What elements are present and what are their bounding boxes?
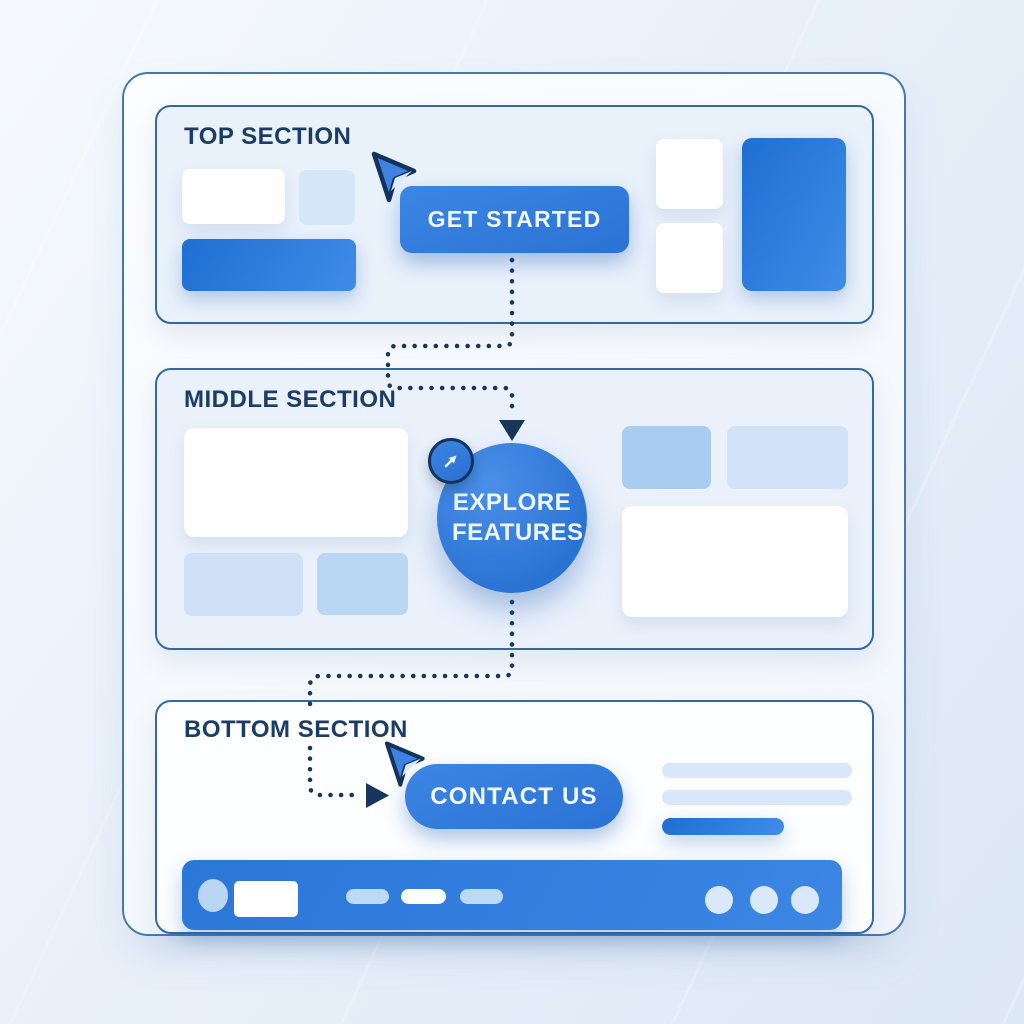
placeholder-block-lightblue: [299, 170, 355, 225]
placeholder-block-lightblue: [727, 426, 848, 489]
contact-us-label: CONTACT US: [430, 782, 598, 810]
placeholder-block-lightblue: [184, 553, 303, 616]
footer-dot-circle: [791, 886, 819, 914]
placeholder-square-white: [656, 139, 723, 209]
placeholder-tall-block-blue: [742, 138, 846, 291]
bottom-section-panel: BOTTOM SECTION CONTACT US: [155, 700, 874, 934]
placeholder-card-white: [622, 506, 848, 617]
placeholder-text-line: [662, 763, 852, 778]
footer-dot-circle: [750, 886, 778, 914]
footer-nav-pill: [346, 889, 389, 904]
top-section-panel: TOP SECTION GET STARTED: [155, 105, 874, 324]
placeholder-bar-blue: [182, 239, 356, 291]
placeholder-card-white: [184, 428, 408, 537]
footer-dot-circle: [705, 886, 733, 914]
footer-nav-pill: [401, 889, 446, 904]
placeholder-text-line: [662, 790, 852, 805]
placeholder-text-line-blue: [662, 818, 784, 835]
placeholder-card-white: [182, 169, 285, 224]
explore-features-label: EXPLORE FEATURES: [452, 489, 584, 546]
footer-nav-pill: [460, 889, 503, 904]
contact-us-button[interactable]: CONTACT US: [405, 764, 623, 829]
placeholder-square-white: [656, 223, 723, 293]
placeholder-block-lightblue: [317, 553, 408, 615]
bottom-section-title: BOTTOM SECTION: [184, 716, 408, 743]
get-started-label: GET STARTED: [427, 206, 602, 232]
get-started-button[interactable]: GET STARTED: [400, 186, 629, 253]
send-arrow-badge: [428, 438, 474, 484]
send-arrow-icon: [444, 455, 457, 468]
top-section-title: TOP SECTION: [184, 123, 352, 150]
footer-logo-circle: [198, 879, 228, 912]
footer-logo-block: [234, 881, 298, 917]
footer-nav-bar: [182, 860, 842, 930]
placeholder-block-mediumblue: [622, 426, 711, 489]
middle-section-title: MIDDLE SECTION: [184, 386, 397, 413]
